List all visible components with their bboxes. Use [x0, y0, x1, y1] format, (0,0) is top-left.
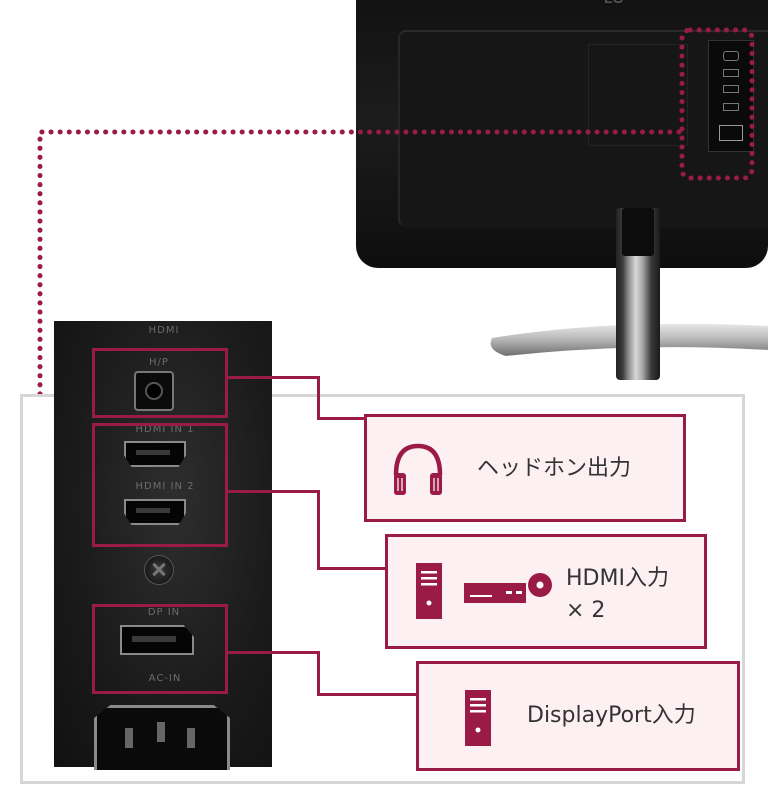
connector-dp-v [317, 651, 320, 696]
displayport-port [120, 625, 194, 655]
highlight-displayport [92, 604, 228, 694]
panel-label-headphone: H/P [149, 357, 169, 368]
connector-hdmi-v [317, 490, 320, 570]
panel-label-ac: AC-IN [148, 673, 182, 684]
callout-hdmi-line2: × 2 [566, 598, 606, 623]
connector-hdmi-h1 [228, 490, 320, 493]
pc-tower-icon [465, 690, 491, 746]
media-player-icon [464, 573, 552, 603]
port-strip [708, 40, 754, 152]
panel-label-hdmi: HDMI [148, 325, 180, 336]
callout-displayport: DisplayPort入力 [416, 661, 740, 771]
pc-tower-icon [416, 563, 442, 619]
callout-hdmi: HDMI入力 × 2 [385, 534, 707, 649]
highlight-hdmi [92, 423, 228, 547]
panel-label-hdmi1: HDMI IN 1 [135, 424, 195, 435]
brand-logo: LG [604, 0, 674, 8]
screw [144, 555, 174, 585]
headphone-jack [134, 371, 174, 411]
hdmi-port-2 [124, 499, 186, 525]
connector-dp-h1 [228, 651, 320, 654]
hdmi-port-1 [124, 441, 186, 467]
callout-headphone: ヘッドホン出力 [364, 414, 686, 522]
vesa-mount-area [588, 44, 688, 146]
callout-headphone-text: ヘッドホン出力 [477, 456, 632, 481]
panel-label-hdmi2: HDMI IN 2 [135, 481, 195, 492]
monitor-rear-panel [398, 30, 768, 227]
callout-displayport-text: DisplayPort入力 [527, 703, 696, 728]
stand-cable-clip [622, 208, 654, 256]
connector-dp-h2 [317, 693, 419, 696]
headphone-icon [393, 443, 443, 495]
ac-power-inlet [94, 705, 230, 770]
connector-headphone-h1 [228, 376, 320, 379]
connector-headphone-v [317, 376, 320, 420]
detail-frame [20, 394, 745, 784]
connector-headphone-h2 [317, 417, 367, 420]
callout-hdmi-line1: HDMI入力 [566, 566, 669, 591]
panel-label-dp: DP IN [147, 607, 181, 618]
highlight-headphone [92, 348, 228, 418]
connector-hdmi-h2 [317, 567, 387, 570]
